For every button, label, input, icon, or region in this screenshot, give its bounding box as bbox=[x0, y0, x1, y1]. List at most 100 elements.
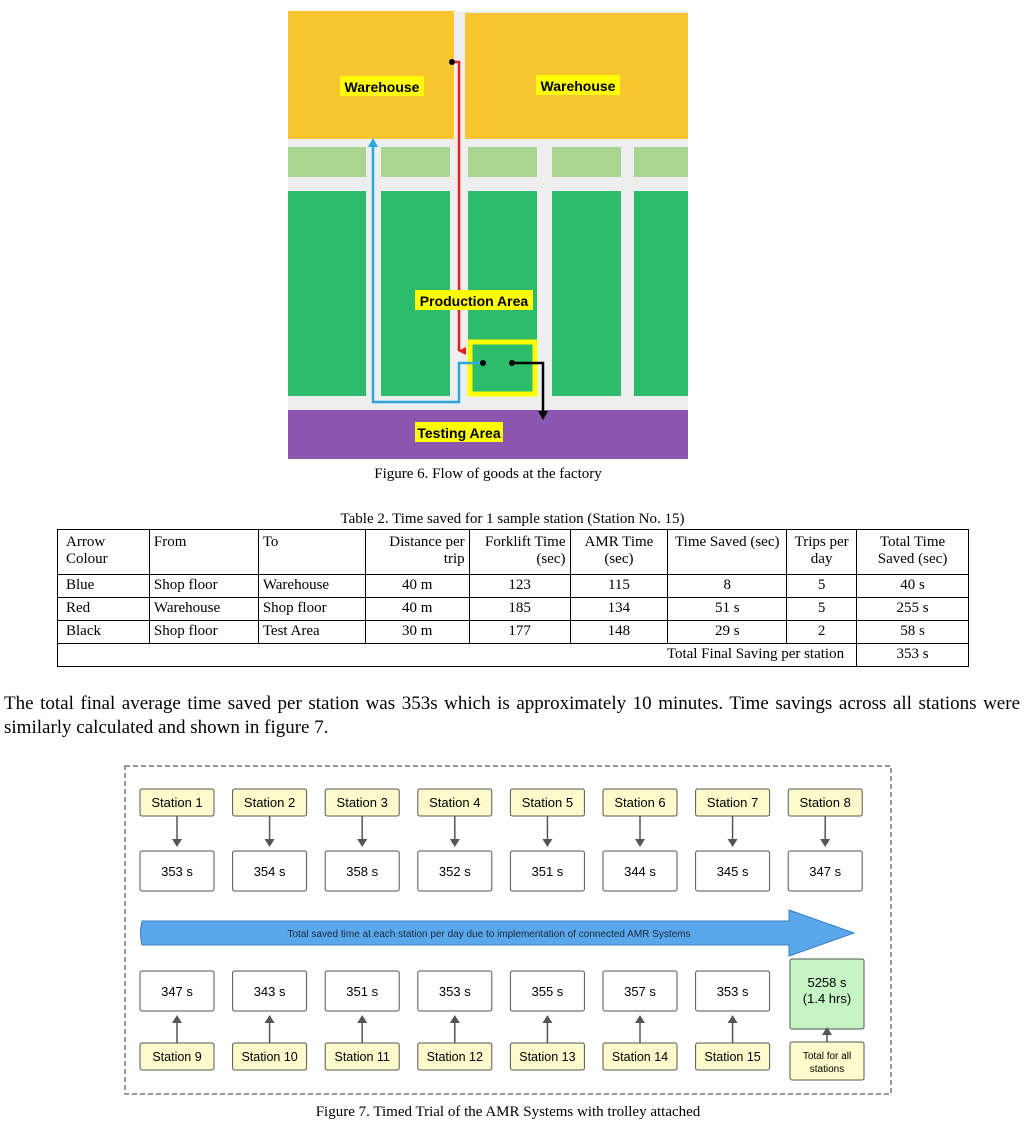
cell-trips: 5 bbox=[786, 597, 858, 621]
cell-colour: Black bbox=[57, 620, 150, 644]
up-arrowhead-icon bbox=[357, 1015, 368, 1023]
cell-total: 58 s bbox=[856, 620, 969, 644]
table-row: Blue Shop floor Warehouse 40 m 123 115 8… bbox=[57, 574, 969, 598]
station-column: Station 4 352 s bbox=[417, 788, 493, 892]
station-value-box bbox=[417, 850, 493, 892]
label-bg bbox=[415, 422, 503, 442]
station-value-box bbox=[324, 970, 400, 1012]
header-from: From bbox=[148, 529, 259, 575]
header-trips-per-day: Trips per day bbox=[786, 529, 858, 575]
down-arrowhead-icon bbox=[635, 839, 645, 847]
header-to: To bbox=[257, 529, 366, 575]
down-arrowhead-icon bbox=[542, 839, 553, 847]
up-arrowhead-icon bbox=[727, 1015, 738, 1023]
station-column: 353 s Station 12 bbox=[417, 970, 493, 1071]
station-label: Station 12 bbox=[427, 1050, 483, 1064]
up-arrowhead-icon bbox=[635, 1015, 645, 1023]
station-label: Station 13 bbox=[519, 1050, 575, 1064]
table-row: Black Shop floor Test Area 30 m 177 148 … bbox=[57, 620, 969, 644]
station-label: Station 8 bbox=[800, 795, 851, 810]
figure-6-caption: Figure 6. Flow of goods at the factory bbox=[374, 466, 602, 482]
black-flow-arrow bbox=[512, 361, 545, 413]
header-time-saved: Time Saved (sec) bbox=[667, 529, 788, 575]
cell-forklift: 123 bbox=[468, 574, 571, 598]
buffer-zone bbox=[381, 147, 450, 177]
station-value-box bbox=[232, 970, 308, 1012]
station-value-box bbox=[509, 850, 585, 892]
cell-from: Warehouse bbox=[148, 597, 259, 621]
blue-arrowhead bbox=[368, 138, 378, 147]
station-value: 343 s bbox=[254, 984, 286, 999]
cell-total: 255 s bbox=[856, 597, 969, 621]
cell-trips: 5 bbox=[786, 574, 858, 598]
production-column bbox=[468, 191, 537, 341]
cell-to: Shop floor bbox=[257, 597, 366, 621]
station-label: Station 14 bbox=[612, 1050, 668, 1064]
station-value-box bbox=[509, 970, 585, 1012]
cell-saved: 29 s bbox=[667, 620, 788, 644]
final-saving-label: Total Final Saving per station bbox=[56, 643, 858, 667]
station-value: 352 s bbox=[439, 864, 471, 879]
station-label-box bbox=[695, 1042, 771, 1071]
cell-from: Shop floor bbox=[148, 620, 259, 644]
header-forklift-time: Forklift Time (sec) bbox=[468, 529, 571, 575]
cell-to: Test Area bbox=[257, 620, 366, 644]
table-total-row: Total Final Saving per station 353 s bbox=[56, 643, 969, 667]
station-value: 344 s bbox=[624, 864, 656, 879]
warehouse-left-label: Warehouse bbox=[345, 79, 420, 95]
final-saving-value: 353 s bbox=[856, 643, 969, 667]
cell-from: Shop floor bbox=[148, 574, 259, 598]
station-label: Station 4 bbox=[429, 795, 480, 810]
station-value: 358 s bbox=[346, 864, 378, 879]
up-arrowhead-icon bbox=[822, 1027, 832, 1035]
station-label-box bbox=[232, 1042, 308, 1071]
station-value: 353 s bbox=[717, 984, 749, 999]
production-column bbox=[552, 191, 621, 396]
station-value-box bbox=[417, 970, 493, 1012]
station-value: 347 s bbox=[161, 984, 193, 999]
up-arrowhead-icon bbox=[172, 1015, 182, 1023]
station-value: 354 s bbox=[254, 864, 286, 879]
station-label: Station 11 bbox=[335, 1050, 390, 1064]
figure-7-caption: Figure 7. Timed Trial of the AMR Systems… bbox=[315, 1104, 701, 1120]
station-value-box bbox=[139, 970, 215, 1012]
station-value-box bbox=[139, 850, 215, 892]
station-value-box bbox=[695, 850, 771, 892]
production-column bbox=[634, 191, 688, 396]
black-arrowhead bbox=[538, 411, 548, 420]
header-distance: Distance per trip bbox=[364, 529, 470, 575]
buffer-zone bbox=[288, 147, 366, 177]
cell-amr: 115 bbox=[569, 574, 669, 598]
cell-to: Warehouse bbox=[257, 574, 366, 598]
station-label: Station 7 bbox=[707, 795, 758, 810]
station-value: 351 s bbox=[531, 864, 563, 879]
up-arrowhead-icon bbox=[449, 1015, 460, 1023]
testing-area-label: Testing Area bbox=[417, 425, 500, 441]
station-value-box bbox=[602, 970, 678, 1012]
station-value: 347 s bbox=[809, 864, 841, 879]
station-column: 353 s Station 15 bbox=[695, 970, 771, 1071]
cell-colour: Blue bbox=[57, 574, 150, 598]
station-value: 353 s bbox=[161, 864, 193, 879]
time-saved-table: Arrow Colour From To Distance per trip F… bbox=[56, 529, 969, 667]
down-arrowhead-icon bbox=[172, 839, 182, 847]
header-total-time-saved: Total Time Saved (sec) bbox=[856, 529, 969, 575]
station-value: 355 s bbox=[531, 984, 563, 999]
production-column bbox=[288, 191, 366, 396]
station-label: Station 9 bbox=[152, 1050, 201, 1064]
cell-distance: 40 m bbox=[364, 597, 470, 621]
station-value: 353 s bbox=[439, 984, 471, 999]
total-label-line1: Total for all bbox=[803, 1051, 851, 1062]
label-bg bbox=[415, 290, 533, 310]
station-value-box bbox=[695, 970, 771, 1012]
cell-forklift: 185 bbox=[468, 597, 571, 621]
station-label-box bbox=[417, 1042, 493, 1071]
up-arrowhead-icon bbox=[264, 1015, 275, 1023]
table-row: Red Warehouse Shop floor 40 m 185 134 51… bbox=[57, 597, 969, 621]
table-header-row: Arrow Colour From To Distance per trip F… bbox=[57, 529, 969, 575]
station-label: Station 15 bbox=[704, 1050, 760, 1064]
